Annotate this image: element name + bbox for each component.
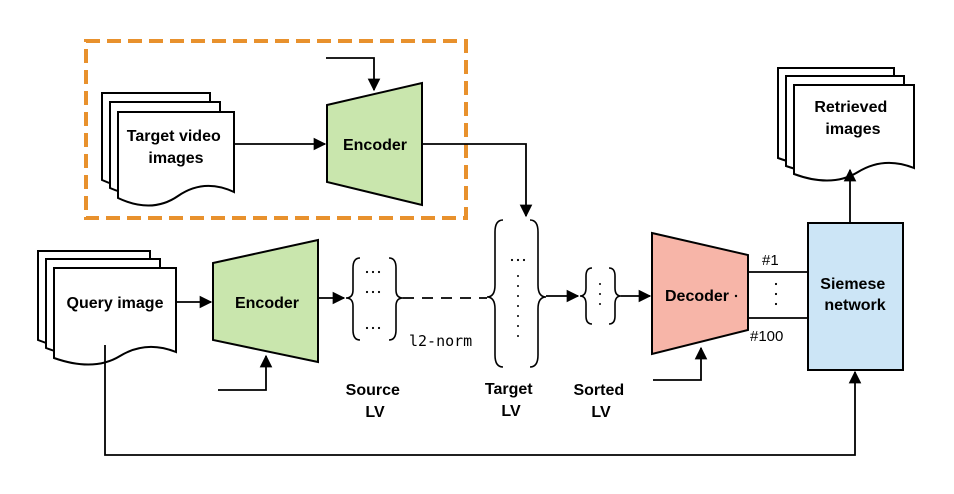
decoder-stray-dot bbox=[734, 294, 738, 298]
target-lv-vector bbox=[486, 219, 547, 368]
siemese-label: Siemese network bbox=[820, 276, 889, 314]
rank-last-label: #100 bbox=[750, 328, 783, 345]
encoder-top: Encoder bbox=[326, 81, 423, 207]
rank-first-label: #1 bbox=[762, 252, 779, 269]
retrieved-images-label: Retrieved images bbox=[814, 99, 891, 138]
decoder-label: Decoder bbox=[665, 288, 729, 305]
source-lv-label: Source LV bbox=[346, 382, 405, 421]
source-lv-vector bbox=[345, 257, 404, 341]
source-lv-dots bbox=[365, 270, 381, 330]
highlight-box bbox=[84, 39, 468, 220]
target-lv-label: Target LV bbox=[485, 381, 537, 420]
sorted-lv-dots bbox=[599, 283, 601, 305]
sorted-lv-label: Sorted LV bbox=[573, 382, 628, 421]
encoder-top-label: Encoder bbox=[343, 137, 407, 154]
l2-norm-label: l2-norm bbox=[409, 332, 472, 350]
encoder-bottom: Encoder bbox=[212, 238, 319, 364]
siemese-network: Siemese network bbox=[807, 222, 904, 371]
target-video-documents: Target video images bbox=[101, 92, 235, 207]
decoder: Decoder bbox=[651, 231, 749, 356]
target-video-label: Target video images bbox=[127, 128, 225, 167]
target-lv-dots bbox=[510, 258, 526, 337]
encoder-bottom-label: Encoder bbox=[235, 295, 299, 312]
connectors bbox=[104, 57, 862, 456]
query-image-documents: Query image bbox=[37, 250, 177, 366]
sorted-lv-vector bbox=[579, 267, 622, 325]
query-image-label: Query image bbox=[67, 295, 164, 312]
rank-dots bbox=[774, 282, 778, 306]
retrieved-images-documents: Retrieved images bbox=[777, 67, 915, 182]
